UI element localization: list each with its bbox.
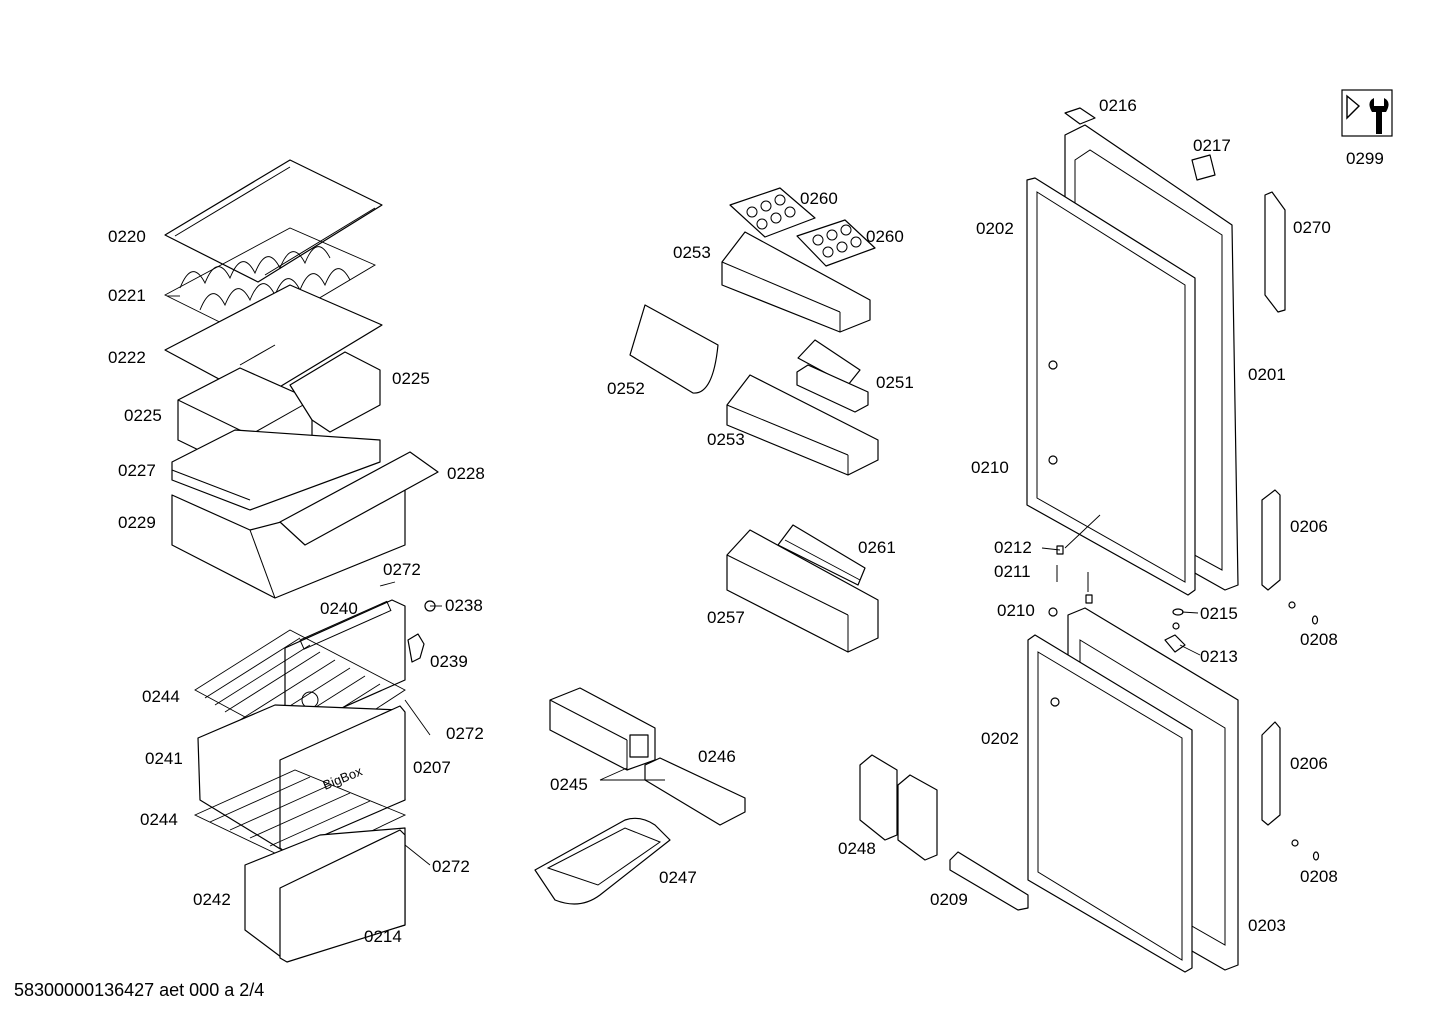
label-0202-upper: 0202 [976,219,1014,238]
label-0225-right: 0225 [392,369,430,388]
label-0253-upper: 0253 [673,243,711,262]
label-0206-lower: 0206 [1290,754,1328,773]
label-0228: 0228 [447,464,485,483]
ice-tray-0246 [644,757,746,826]
handle-0206-upper [1261,489,1281,591]
label-0208-upper: 0208 [1300,630,1338,649]
trim-strip-0209 [949,851,1029,911]
service-wrench-icon [1341,89,1393,137]
label-0299: 0299 [1346,149,1384,168]
label-0222: 0222 [108,348,146,367]
clip-0217 [1191,154,1216,181]
lower-gasket-0202 [1027,634,1193,973]
drawer-0242 [244,827,406,963]
label-0227: 0227 [118,461,156,480]
label-0202-lower: 0202 [981,729,1019,748]
label-0261: 0261 [858,538,896,557]
label-0240: 0240 [320,599,358,618]
label-0260-top: 0260 [800,189,838,208]
label-0242: 0242 [193,890,231,909]
label-0272-middle: 0272 [446,724,484,743]
hinge-0239 [407,633,425,663]
leader-lines [167,295,1201,866]
label-0241: 0241 [145,749,183,768]
label-0272-top: 0272 [383,560,421,579]
handle-0270 [1264,191,1286,313]
label-0247: 0247 [659,868,697,887]
label-0221: 0221 [108,286,146,305]
label-0272-bottom: 0272 [432,857,470,876]
label-0238: 0238 [445,596,483,615]
label-0270: 0270 [1293,218,1331,237]
label-0244-top: 0244 [142,687,180,706]
door-bin-0253-upper [721,231,871,333]
bottle-bin-0257 [726,529,879,653]
label-0210-lower: 0210 [997,601,1035,620]
label-0206-upper: 0206 [1290,517,1328,536]
label-0210-upper: 0210 [971,458,1009,477]
label-0214: 0214 [364,927,402,946]
door-bin-0253-lower [726,374,879,476]
label-0217: 0217 [1193,136,1231,155]
label-0208-lower: 0208 [1300,867,1338,886]
ice-tray-0247 [534,817,671,905]
cover-0228 [279,451,439,546]
label-0215: 0215 [1200,604,1238,623]
bottle-holder-0261 [777,524,866,586]
label-0251: 0251 [876,373,914,392]
shelf-frame-0227 [171,429,381,511]
label-0229: 0229 [118,513,156,532]
label-0209: 0209 [930,890,968,909]
label-0201: 0201 [1248,365,1286,384]
label-0207: 0207 [413,758,451,777]
label-0211: 0211 [994,562,1031,581]
label-0260-right: 0260 [866,227,904,246]
callout-labels: 0220 0221 0222 0225 0225 0227 0228 0229 … [108,96,1384,946]
document-reference: 58300000136427 aet 000 a 2/4 [14,980,265,1000]
label-0244-bottom: 0244 [140,810,178,829]
label-0248: 0248 [838,839,876,858]
label-0252: 0252 [607,379,645,398]
cold-packs-0248 [859,754,938,861]
label-0213: 0213 [1200,647,1238,666]
label-0239: 0239 [430,652,468,671]
bigbox-drawer-0241: BigBox [197,704,406,853]
glass-shelf-0220 [164,159,383,283]
ice-maker-0245 [549,687,656,771]
label-0225-left: 0225 [124,406,162,425]
label-0216: 0216 [1099,96,1137,115]
label-0246: 0246 [698,747,736,766]
upper-gasket-0202 [1026,177,1196,596]
label-0212: 0212 [994,538,1032,557]
small-box-0251 [796,339,869,413]
egg-tray-0260-b [796,219,876,267]
divider-0252 [629,304,719,394]
label-0253-lower: 0253 [707,430,745,449]
label-0203: 0203 [1248,916,1286,935]
label-0257: 0257 [707,608,745,627]
wire-shelf-0244-bottom [193,769,407,866]
label-0220: 0220 [108,227,146,246]
egg-tray-0260-a [729,187,816,238]
handle-0206-lower [1261,721,1281,826]
clip-0216 [1064,107,1096,125]
label-0245: 0245 [550,775,588,794]
